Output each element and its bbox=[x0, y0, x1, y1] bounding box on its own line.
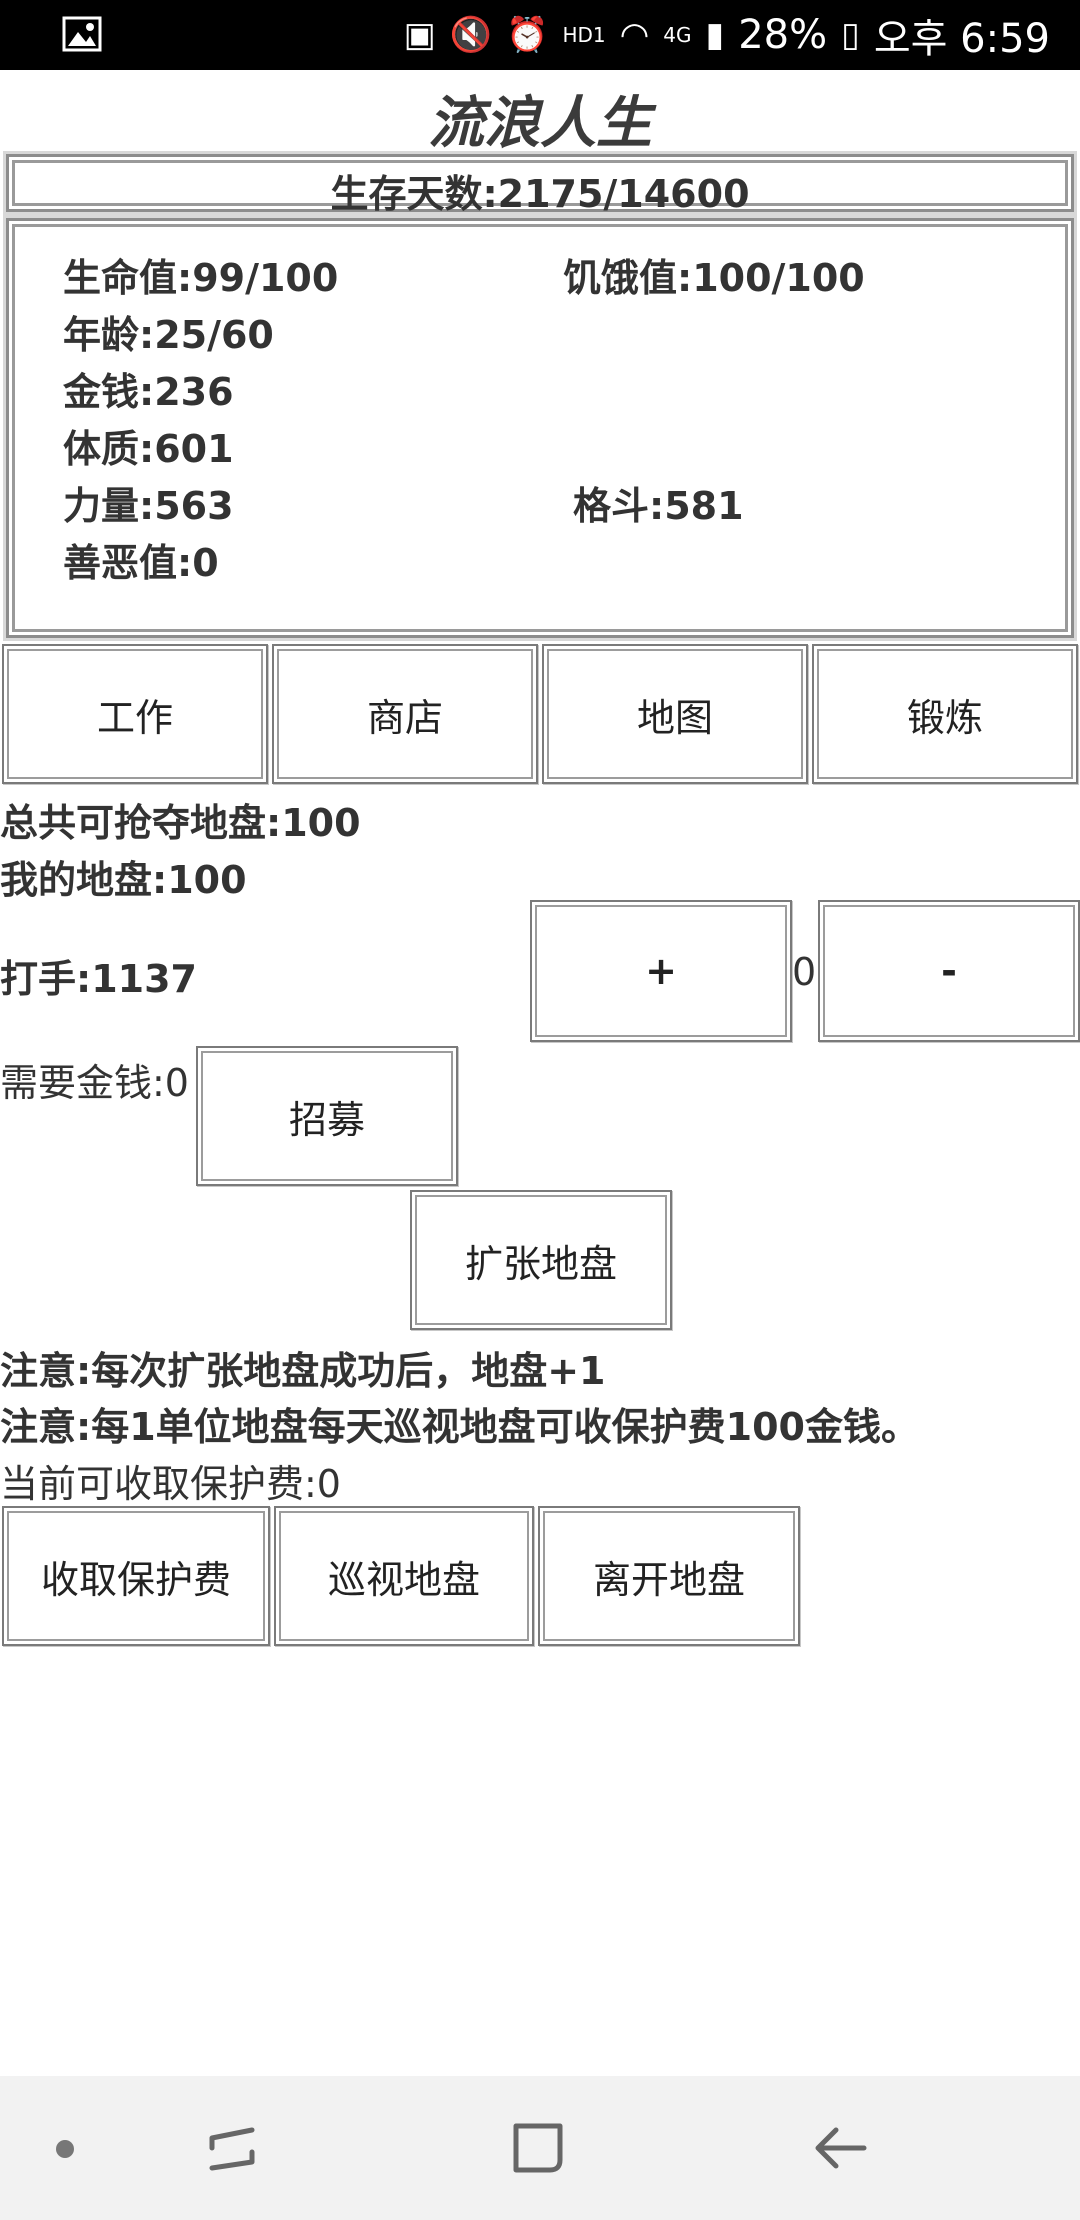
collect-fee-button[interactable]: 收取保护费 bbox=[2, 1506, 270, 1646]
survival-days-panel: 生存天数:2175/14600 bbox=[6, 154, 1074, 216]
train-button[interactable]: 锻炼 bbox=[812, 644, 1078, 784]
stat-age: 年龄:25/60 bbox=[63, 313, 274, 357]
back-icon[interactable] bbox=[812, 2122, 868, 2174]
app-title: 流浪人生 bbox=[428, 91, 652, 156]
note-protection-fee: 注意:每1单位地盘每天巡视地盘可收保护费100金钱。 bbox=[0, 1405, 919, 1449]
home-icon[interactable] bbox=[510, 2120, 566, 2176]
wifi-icon: ◠ bbox=[619, 15, 650, 55]
stat-karma: 善恶值:0 bbox=[63, 541, 219, 585]
decrease-button[interactable]: - bbox=[818, 900, 1080, 1042]
battery-icon: ▯ bbox=[841, 15, 860, 55]
shop-button[interactable]: 商店 bbox=[272, 644, 538, 784]
stat-constitution: 体质:601 bbox=[63, 427, 234, 471]
recruit-cost: 需要金钱:0 bbox=[0, 1061, 189, 1105]
navigation-bar bbox=[0, 2076, 1080, 2220]
clock: 오후 6:59 bbox=[873, 16, 1050, 62]
work-button[interactable]: 工作 bbox=[2, 644, 268, 784]
battery-saver-icon: ▣ bbox=[403, 15, 436, 55]
my-territory: 我的地盘:100 bbox=[0, 858, 247, 902]
thugs-count: 打手:1137 bbox=[0, 957, 197, 1001]
stat-health: 生命值:99/100 bbox=[63, 256, 339, 300]
increase-button[interactable]: + bbox=[530, 900, 792, 1042]
stat-money: 金钱:236 bbox=[63, 370, 234, 414]
note-expand: 注意:每次扩张地盘成功后，地盘+1 bbox=[0, 1349, 606, 1393]
status-right: ▣ 🔇 ⏰ HD1 ◠ 4G ▮ 28% ▯ 오후 6:59 bbox=[403, 10, 1050, 62]
total-territory: 总共可抢夺地盘:100 bbox=[0, 801, 361, 845]
alarm-icon: ⏰ bbox=[506, 15, 549, 55]
stat-fighting: 格斗:581 bbox=[573, 484, 744, 528]
stat-strength: 力量:563 bbox=[63, 484, 234, 528]
status-bar: ▣ 🔇 ⏰ HD1 ◠ 4G ▮ 28% ▯ 오후 6:59 bbox=[0, 0, 1080, 70]
recent-apps-icon[interactable] bbox=[206, 2122, 258, 2178]
survival-days: 生存天数:2175/14600 bbox=[330, 172, 750, 216]
battery-percent: 28% bbox=[738, 12, 828, 58]
stat-hunger: 饥饿值:100/100 bbox=[563, 256, 865, 300]
hd-voice-icon: HD1 bbox=[562, 23, 606, 47]
stats-panel: 生命值:99/100 饥饿值:100/100 年龄:25/60 金钱:236 体… bbox=[6, 218, 1074, 638]
recruit-quantity: 0 bbox=[792, 950, 817, 994]
lte-label: 4G bbox=[663, 23, 692, 47]
patrol-territory-button[interactable]: 巡视地盘 bbox=[274, 1506, 534, 1646]
mute-icon: 🔇 bbox=[449, 15, 493, 55]
nav-dot-icon[interactable] bbox=[56, 2140, 74, 2158]
image-icon bbox=[62, 16, 102, 52]
current-fee: 当前可收取保护费:0 bbox=[0, 1462, 341, 1506]
recruit-button[interactable]: 招募 bbox=[196, 1046, 458, 1186]
leave-territory-button[interactable]: 离开地盘 bbox=[538, 1506, 800, 1646]
expand-territory-button[interactable]: 扩张地盘 bbox=[410, 1190, 672, 1330]
map-button[interactable]: 地图 bbox=[542, 644, 808, 784]
lte-signal-icon: ▮ bbox=[705, 15, 725, 55]
